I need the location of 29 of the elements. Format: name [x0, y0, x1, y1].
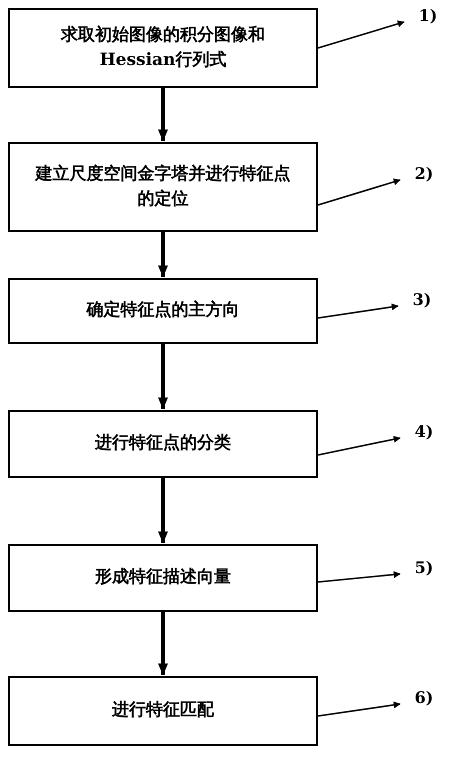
process-box: [8, 410, 318, 478]
process-box: [8, 8, 318, 88]
step-text: 求取初始图像的积分图像和Hessian行列式: [60, 24, 266, 72]
process-box: [8, 278, 318, 344]
step-text: 进行特征匹配: [112, 699, 214, 722]
step-number: 2): [414, 163, 434, 185]
step-number: 5): [414, 557, 434, 579]
step-text: 进行特征点的分类: [95, 432, 231, 456]
arrow: [158, 88, 168, 142]
arrow: [158, 612, 168, 676]
leader-arrow: [318, 303, 399, 319]
step-text: 建立尺度空间金字塔并进行特征点的定位: [34, 162, 292, 211]
step-number: 1): [418, 5, 438, 27]
leader-arrow: [318, 436, 401, 456]
arrow: [158, 344, 168, 410]
arrow: [158, 478, 168, 544]
leader-arrow: [318, 571, 401, 583]
leader-arrow: [318, 20, 405, 49]
process-box: [8, 142, 318, 232]
step-number: 4): [414, 421, 434, 443]
leader-arrow: [318, 701, 401, 717]
leader-arrow: [318, 178, 401, 206]
process-box: [8, 544, 318, 612]
step-text: 确定特征点的主方向: [86, 299, 240, 322]
step-number: 6): [414, 687, 434, 709]
step-text: 形成特征描述向量: [95, 566, 231, 590]
step-number: 3): [412, 289, 432, 311]
arrow: [158, 232, 168, 278]
process-box: [8, 676, 318, 746]
